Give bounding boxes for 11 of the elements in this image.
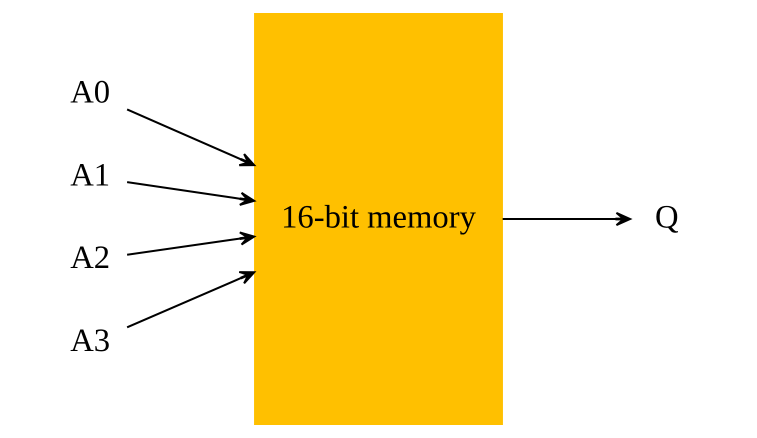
arrow: [126, 231, 256, 256]
node-text: A1: [70, 157, 110, 194]
node-text: A3: [70, 323, 110, 360]
arrow: [126, 181, 256, 206]
arrow: [502, 212, 632, 226]
arrow: [126, 108, 256, 166]
arrow: [126, 271, 256, 328]
node-text: A2: [70, 240, 110, 276]
node-text: Q: [655, 199, 679, 236]
node-text: A0: [70, 74, 110, 110]
node-box: 16-bit memory: [254, 12, 503, 426]
